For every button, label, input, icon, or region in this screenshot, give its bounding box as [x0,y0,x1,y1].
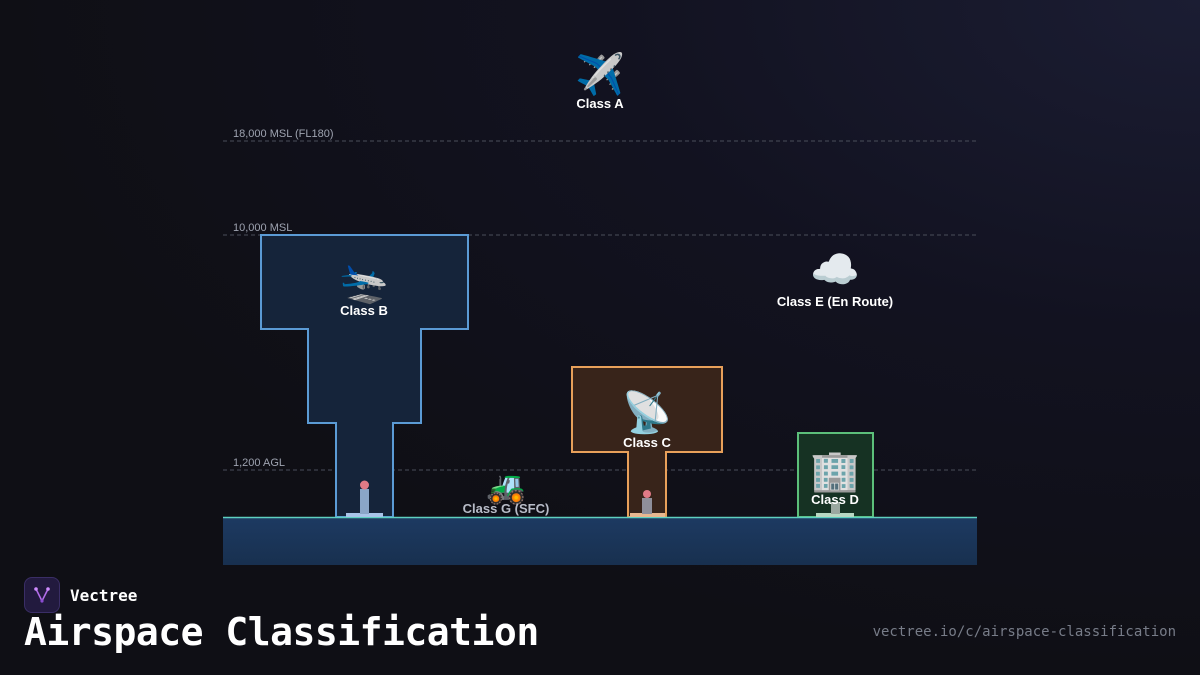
brand-name: Vectree [70,585,138,605]
class-b-label: Class B [340,303,388,318]
class-c-label: Class C [623,435,671,450]
vectree-logo-icon [24,577,60,613]
ground [223,517,977,565]
class-c-tower-icon [630,490,665,517]
agl1200-label: 1,200 AGL [233,457,285,469]
msl10000-label: 10,000 MSL [233,222,292,234]
fl180-label: 18,000 MSL (FL180) [233,128,333,140]
page-title: Airspace Classification [24,610,539,654]
page-url: vectree.io/c/airspace-classification [872,624,1176,640]
class-e-label: Class E (En Route) [777,294,893,309]
cloud-icon: ☁️ [810,247,860,293]
airplane-icon: ✈️ [575,50,625,98]
office-building-icon: 🏢 [810,448,860,494]
class-b-tower-icon [346,480,383,517]
brand: Vectree [24,577,137,613]
airliner-icon: 🛬 [339,260,389,306]
class-a-label: Class A [576,96,624,111]
tractor-icon: 🚜 [486,468,526,506]
class-g-label: Class G (SFC) [463,501,550,516]
class-d-tower-icon [816,502,854,517]
radar-dish-icon: 📡 [622,387,672,436]
class-d-label: Class D [811,492,859,507]
